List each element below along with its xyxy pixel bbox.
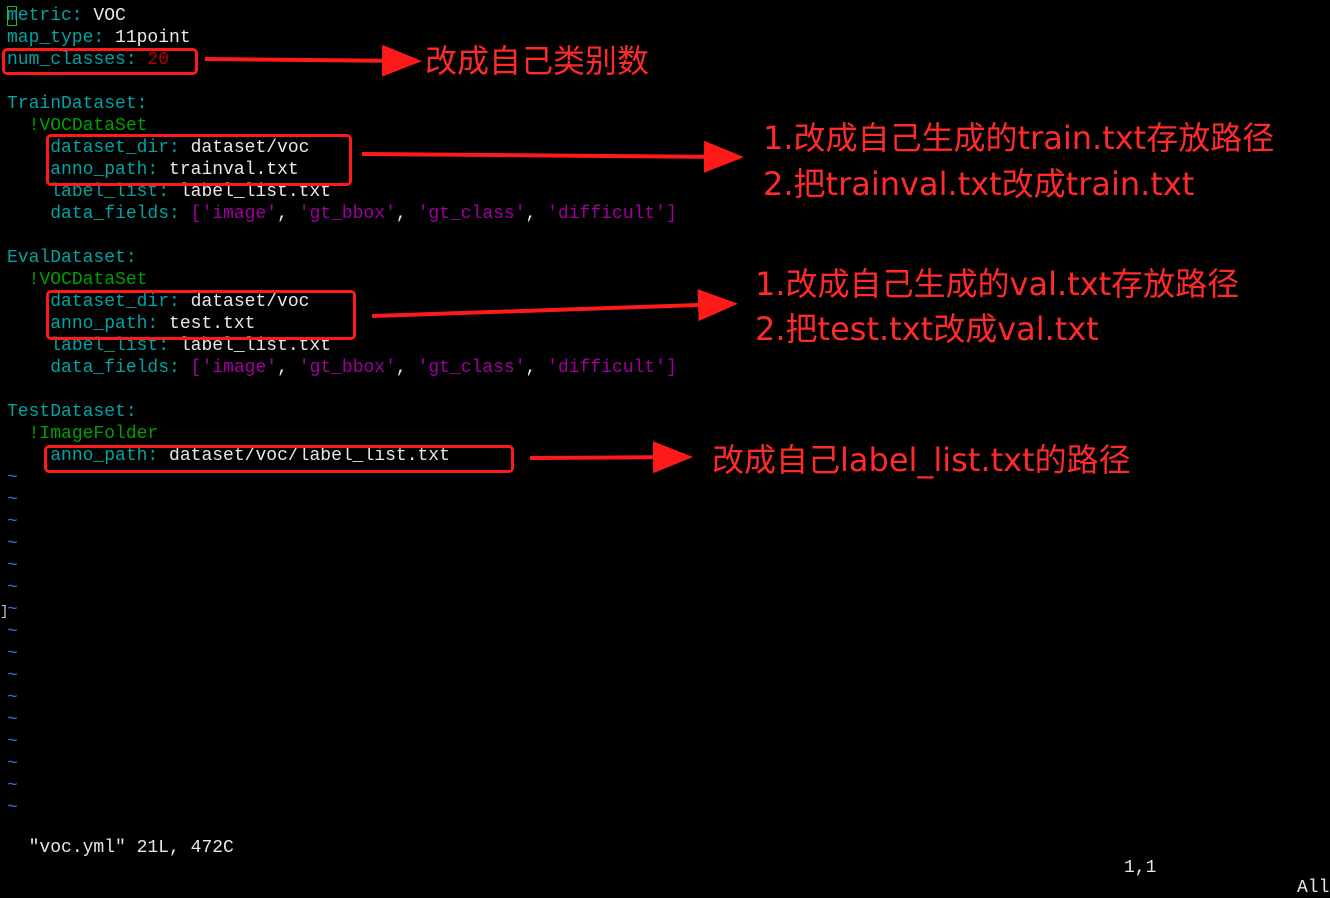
editor-line[interactable]: anno_path: trainval.txt [7,159,677,181]
editor-line[interactable]: data_fields: ['image', 'gt_bbox', 'gt_cl… [7,203,677,225]
train-paths-highlight-box [46,134,352,186]
status-scroll-indicator: All [1297,878,1330,898]
test-note: 改成自己label_list.txt的路径 [712,441,1131,479]
status-bar: "voc.yml" 21L, 472C 1,1 All [7,818,1330,898]
num-classes-highlight-box [2,48,198,75]
code-token: map_type: [7,28,105,48]
code-token: data_fields: [50,358,180,378]
empty-line-tilde: ~ [7,578,18,598]
code-token: 'gt_class' [417,204,526,224]
code-token: !VOCDataSet [28,116,148,136]
code-token: anno_path: [50,314,159,334]
empty-line-tilde: ~ [7,622,18,642]
code-token: , [277,204,299,224]
code-token: anno_path: [50,446,159,466]
code-token: dataset/voc [179,292,310,312]
code-token: dataset/voc [179,138,310,158]
empty-line-tilde: ~ [7,798,18,818]
code-token: dataset_dir: [50,138,180,158]
code-token: 'gt_bbox' [298,358,396,378]
code-token: TestDataset: [7,402,137,422]
annotation-arrows [204,44,744,474]
code-token: , [277,358,299,378]
code-token: 'difficult'] [547,204,677,224]
empty-line-tilde: ~ [7,666,18,686]
code-token: VOC [82,6,126,26]
empty-line-tilde: ~ [7,776,18,796]
editor-line[interactable]: EvalDataset: [7,247,677,269]
train-note-1: 1.改成自己生成的train.txt存放路径 [763,119,1275,157]
code-token: label_list: [50,182,170,202]
code-token: anno_path: [50,160,159,180]
gutter-mark: ] [0,604,9,620]
editor-line[interactable]: anno_path: test.txt [7,313,677,335]
empty-line-tilde: ~ [7,490,18,510]
editor-line[interactable]: !VOCDataSet [7,269,677,291]
empty-line-tilde: ~ [7,556,18,576]
empty-line-tilde: ~ [7,688,18,708]
code-token: num_classes: [7,50,137,70]
code-token: , [395,358,418,378]
code-token: dataset_dir: [50,292,180,312]
code-token: , [525,358,548,378]
num-classes-note: 改成自己类别数 [425,42,650,80]
code-token: !ImageFolder [28,424,159,444]
text-cursor [7,6,17,26]
editor-line[interactable]: anno_path: dataset/voc/label_list.txt [7,445,677,467]
code-token: , [525,204,548,224]
code-token: label_list.txt [169,182,332,202]
empty-line-tilde: ~ [7,512,18,532]
code-token: 'difficult'] [547,358,677,378]
editor-line[interactable]: label_list: label_list.txt [7,181,677,203]
code-token: label_list.txt [169,336,332,356]
code-token: ['image' [190,204,278,224]
test-arrow [529,441,693,474]
eval-note-1: 1.改成自己生成的val.txt存放路径 [755,265,1240,303]
status-cursor-position: 1,1 [1124,858,1157,878]
editor-line[interactable]: data_fields: ['image', 'gt_bbox', 'gt_cl… [7,357,677,379]
editor-line[interactable]: TestDataset: [7,401,677,423]
code-token: dataset/voc/label_list.txt [158,446,450,466]
empty-line-tilde: ~ [7,600,18,620]
code-token: 11point [104,28,191,48]
editor-line[interactable]: TrainDataset: [7,93,677,115]
editor-line[interactable]: label_list: label_list.txt [7,335,677,357]
editor-line[interactable]: !ImageFolder [7,423,677,445]
code-token: metric: [7,6,83,26]
eval-arrow [371,289,738,322]
code-token: data_fields: [50,204,180,224]
train-note-2: 2.把trainval.txt改成train.txt [763,165,1195,203]
code-token: 20 [136,50,170,70]
code-token: 'gt_class' [417,358,526,378]
empty-line-tilde: ~ [7,644,18,664]
empty-line-tilde: ~ [7,732,18,752]
code-token: label_list: [50,336,170,356]
code-token: ['image' [190,358,278,378]
eval-note-2: 2.把test.txt改成val.txt [755,310,1099,348]
code-token: EvalDataset: [7,248,137,268]
empty-line-tilde: ~ [7,468,18,488]
editor-line[interactable]: !VOCDataSet [7,115,677,137]
empty-line-tilde: ~ [7,710,18,730]
code-token: trainval.txt [158,160,299,180]
test-path-highlight-box [44,445,514,473]
empty-line-tilde: ~ [7,534,18,554]
code-token: 'gt_bbox' [298,204,396,224]
code-token: , [395,204,418,224]
editor-line[interactable]: dataset_dir: dataset/voc [7,291,677,313]
editor-line[interactable]: dataset_dir: dataset/voc [7,137,677,159]
empty-line-tilde: ~ [7,754,18,774]
editor-line[interactable]: num_classes: 20 [7,49,677,71]
code-token: test.txt [158,314,256,334]
eval-paths-highlight-box [46,290,356,340]
code-token: TrainDataset: [7,94,148,114]
num-classes-arrow [204,44,422,77]
editor-line[interactable]: metric: VOC [7,5,677,27]
train-arrow [361,140,744,173]
status-file-info: "voc.yml" 21L, 472C [28,838,234,858]
code-token: !VOCDataSet [28,270,148,290]
empty-line-markers: ~~~~~~~~~~~~~~~~ [7,467,18,819]
editor-line[interactable]: map_type: 11point [7,27,677,49]
